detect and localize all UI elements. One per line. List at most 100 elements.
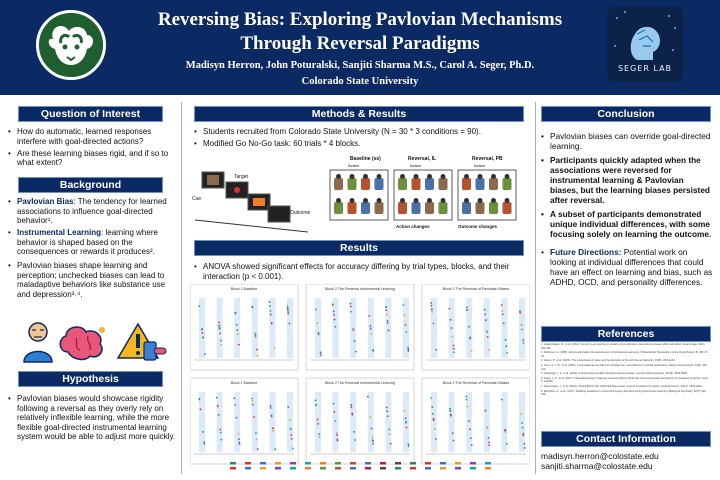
result-point [520,324,523,327]
author-list: Madisyn Herron, John Poturalski, Sanjiti… [185,60,535,71]
list-item: ANOVA showed significant effects for acc… [194,262,529,281]
result-point [500,304,503,306]
stimulus-figure [438,178,448,190]
result-panel-frame [305,284,415,371]
result-bar [269,392,276,452]
stimulus-figure [502,202,512,214]
result-point [435,348,438,351]
list-item: Participants quickly adapted when the as… [541,155,713,205]
result-point [430,301,432,304]
result-point [488,441,490,444]
result-point [368,314,371,317]
hypothesis-list: Pavlovian biases would showcase rigidity… [8,394,176,444]
result-point [349,305,352,308]
result-bar [251,392,258,452]
stimulus-head [427,174,432,179]
result-point [504,429,507,432]
result-point [487,437,490,439]
result-point [469,437,472,439]
target-label: Target [234,174,249,180]
result-point [251,397,253,400]
result-point [269,407,272,409]
result-point [366,395,369,398]
result-point [522,342,525,344]
result-legend-swatch [290,467,296,470]
result-point [452,344,455,347]
result-point [431,311,434,313]
result-point [448,307,451,310]
stimulus-figure [502,178,512,190]
result-point [452,347,455,350]
result-point [521,426,524,429]
result-point [407,443,410,446]
result-point [203,442,206,445]
result-point [199,408,202,411]
result-point [385,406,388,409]
term-pavlovian-bias: Pavlovian Bias [17,197,74,206]
result-bar [199,392,205,452]
result-point [272,429,275,432]
result-point [334,325,337,328]
result-point [201,332,204,334]
result-legend-swatch [485,462,491,465]
result-point [255,432,257,434]
result-bar [315,392,321,452]
poster-title: Reversing Bias: Exploring Pavlovian Mech… [120,8,600,56]
result-bar [403,298,409,358]
result-point [203,441,206,443]
stimulus-figure [334,178,343,190]
email-herron[interactable]: madisyn.herron@colostate.edu [541,451,659,461]
result-point [388,428,391,431]
result-legend-swatch [305,467,311,470]
stimulus-figure [334,202,343,214]
stimulus-head [336,198,341,203]
result-point [286,306,289,309]
column-divider-left [181,102,182,474]
result-point [236,333,239,335]
result-point [198,398,201,401]
result-point [470,349,473,352]
result-legend-swatch [335,462,341,465]
result-point [219,431,222,434]
action-label: Action [474,163,485,168]
cue-label: Cue [192,196,201,202]
results-heading: Results [194,240,524,256]
result-point [453,351,456,354]
result-legend-swatch [455,462,461,465]
result-point [218,327,221,330]
reference-item: 4. Huys, Q. J. M., et al. (2016). Comput… [541,363,708,371]
list-item: A subset of participants demonstrated un… [541,209,713,239]
result-point [504,338,507,341]
result-point [386,415,389,417]
result-point [370,332,373,335]
stimulus-figure [438,202,448,214]
result-point [201,327,203,330]
result-legend-swatch [440,467,446,470]
result-bar [251,298,258,358]
result-point [317,422,319,425]
result-point [466,405,469,408]
stimulus-head [336,174,341,179]
result-point [407,445,410,448]
result-point [449,413,452,416]
result-point [288,322,291,325]
result-panel-frame [421,377,530,465]
result-point [469,337,472,340]
result-legend-swatch [455,467,461,470]
result-point [500,398,503,401]
result-bar [287,392,293,452]
result-point [486,335,489,338]
task-design-figure: Cue Target Outcome Baseline (ss) Action … [192,156,517,233]
result-legend-swatch [305,462,311,465]
result-point [270,322,273,325]
email-sharma[interactable]: sanjiti.sharma@colostate.edu [541,461,653,471]
stimulus-head [491,174,496,179]
result-point [451,335,454,338]
result-point [432,417,435,420]
stimulus-figure [411,202,421,214]
result-bar [483,392,490,452]
result-point [219,339,222,342]
result-point [269,405,272,407]
